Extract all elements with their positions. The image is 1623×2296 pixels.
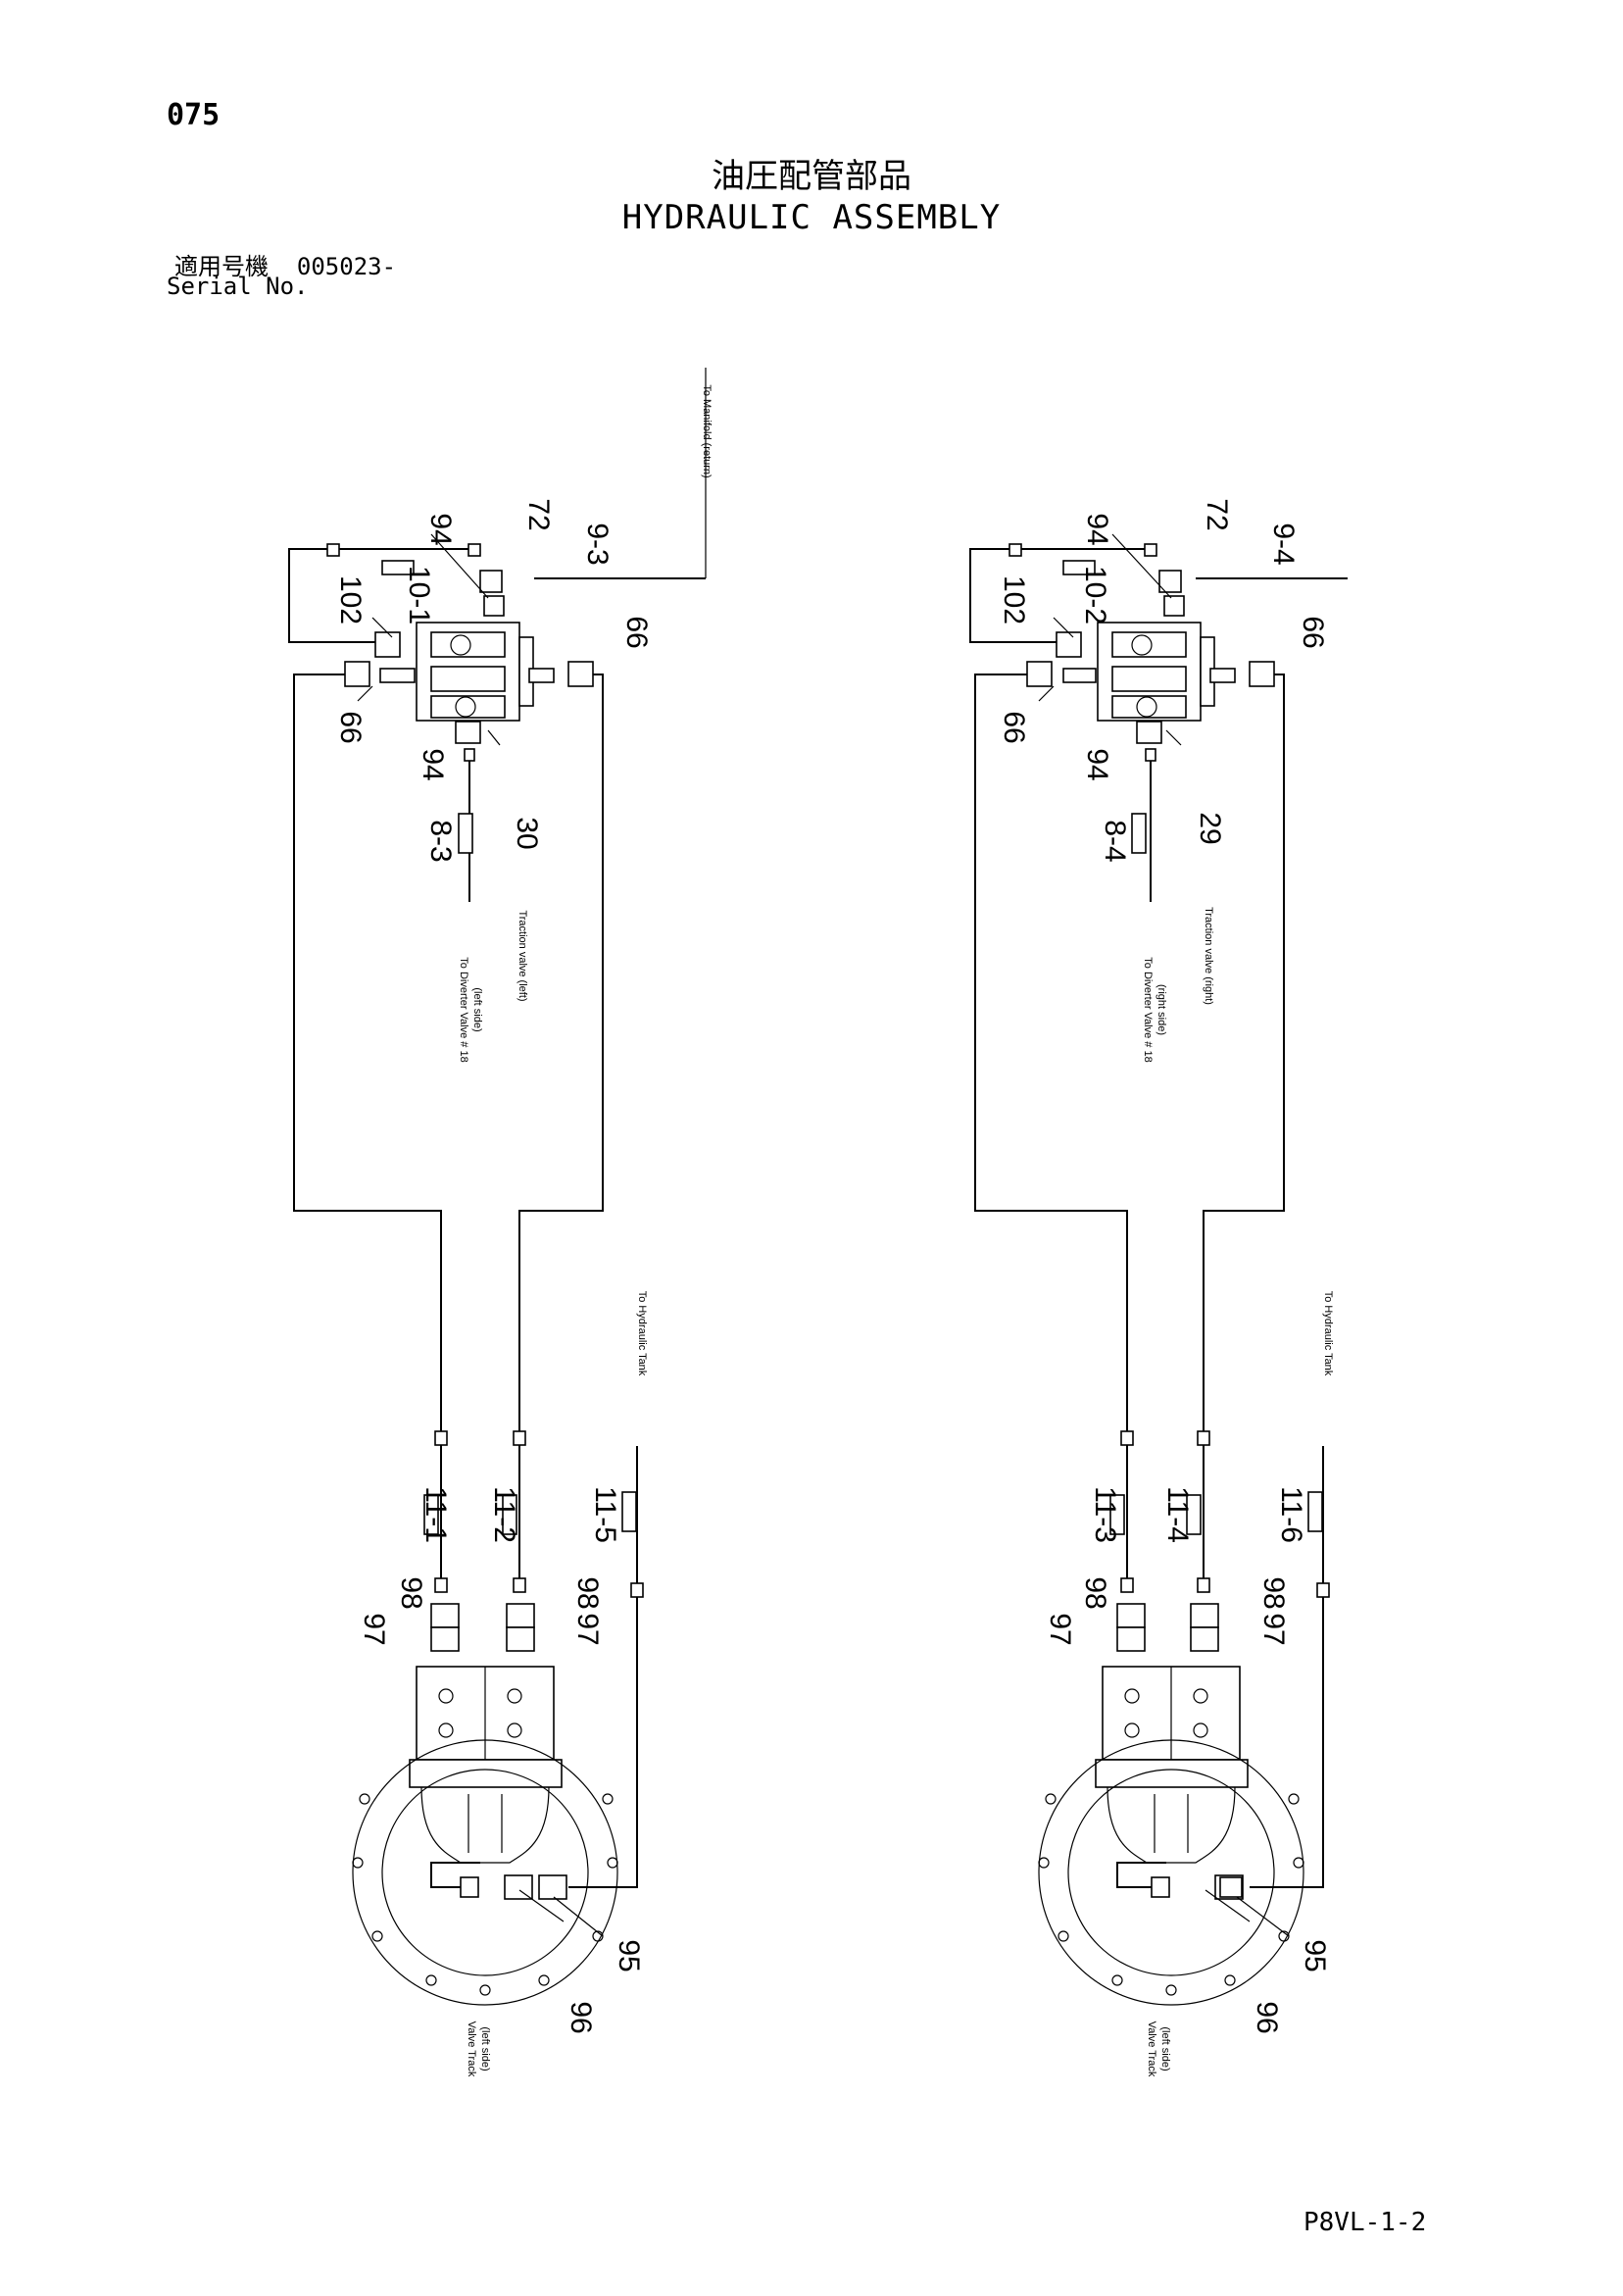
serial-line-japanese: 適用号機 005023-	[174, 247, 396, 281]
label-29-right: 29	[1194, 812, 1226, 844]
label-30-left: 30	[511, 817, 543, 849]
label-111-left: 11-1	[419, 1486, 452, 1543]
label-112-left: 11-2	[488, 1486, 520, 1543]
label-113-right: 11-3	[1089, 1486, 1121, 1543]
label-84-right: 8-4	[1099, 820, 1131, 862]
note-tank-right: To Hydraulic Tank	[1322, 1291, 1334, 1376]
note-track2-right: (left side)	[1159, 2026, 1171, 2071]
label-66a-right: 66	[998, 711, 1030, 743]
serial-label-japanese: 適用号機	[174, 253, 269, 280]
note-diverter-left: To Diverter Valve # 18	[458, 957, 469, 1062]
label-66a-left: 66	[334, 711, 367, 743]
track-motor-right	[1038, 1666, 1304, 2006]
note-traction-right: Traction valve (right)	[1203, 907, 1214, 1005]
fitting-72-left	[479, 570, 503, 593]
label-98a-left: 98	[395, 1576, 427, 1609]
label-102v-right: 10-2	[1079, 566, 1111, 624]
footer-code: P8VL-1-2	[1303, 2208, 1427, 2237]
page-number: 075	[167, 98, 221, 132]
label-94a-right: 94	[1081, 513, 1113, 545]
label-95-right: 95	[1299, 1939, 1331, 1972]
track-motor-left	[352, 1666, 618, 2006]
note-diverter-right: To Diverter Valve # 18	[1142, 957, 1154, 1062]
label-97a-left: 97	[358, 1613, 390, 1645]
fitting-66-right-b	[1249, 661, 1275, 687]
note-track-left: Valve Track	[466, 2021, 477, 2077]
label-66b-right: 66	[1297, 616, 1329, 648]
label-96-right: 96	[1251, 2001, 1283, 2033]
label-66b-left: 66	[620, 616, 653, 648]
label-93-left: 9-3	[581, 523, 614, 565]
note-diverter2-left: (left side)	[471, 987, 483, 1031]
left-assembly: 94 72 9-3 10-1 102 66 66 94 8-3 30 To Ma…	[288, 368, 713, 2077]
fitting-72-right	[1158, 570, 1182, 593]
label-98b-left: 98	[571, 1576, 604, 1609]
note-track2-left: (left side)	[479, 2026, 491, 2071]
note-return-left: To Manifold (return)	[701, 384, 713, 477]
label-98a-right: 98	[1079, 1576, 1111, 1609]
fitting-94-right	[1136, 721, 1162, 744]
label-96-left: 96	[565, 2001, 597, 2033]
label-72-right: 72	[1201, 498, 1233, 530]
title-english: HYDRAULIC ASSEMBLY	[621, 198, 1002, 237]
label-72-left: 72	[522, 498, 555, 530]
label-101-left: 10-1	[403, 566, 435, 624]
label-94b-left: 94	[417, 748, 449, 780]
fitting-66-right-a	[1026, 661, 1053, 687]
label-97a-right: 97	[1044, 1613, 1076, 1645]
fitting-66-left-a	[344, 661, 370, 687]
label-83-left: 8-3	[424, 820, 457, 862]
serial-label-english: Serial No.	[167, 273, 309, 300]
label-94b-right: 94	[1081, 748, 1113, 780]
label-95-left: 95	[613, 1939, 645, 1972]
fitting-102-left	[374, 631, 401, 658]
title-japanese: 油圧配管部品	[712, 157, 911, 196]
label-94c-right: 9-4	[1267, 523, 1300, 565]
note-traction-left: Traction valve (left)	[516, 910, 528, 1001]
fitting-102-right	[1056, 631, 1082, 658]
label-102-right: 102	[998, 575, 1030, 624]
fitting-66-left-b	[567, 661, 594, 687]
note-diverter2-right: (right side)	[1156, 984, 1167, 1035]
right-assembly: 94 72 9-4 10-2 102 66 66 94 8-4 29 To Di…	[969, 498, 1348, 2077]
note-tank-left: To Hydraulic Tank	[636, 1291, 648, 1376]
serial-value: 005023-	[296, 253, 397, 280]
label-102-left: 102	[334, 575, 367, 624]
label-114-right: 11-4	[1161, 1486, 1194, 1543]
label-94a-left: 94	[424, 513, 457, 545]
note-track-right: Valve Track	[1146, 2021, 1157, 2077]
label-98b-right: 98	[1257, 1576, 1290, 1609]
traction-valve-left	[379, 622, 555, 722]
traction-valve-right	[1062, 622, 1236, 722]
label-97b-right: 97	[1257, 1613, 1290, 1645]
label-115-left: 11-5	[589, 1486, 621, 1543]
fitting-94-left	[455, 721, 481, 744]
label-116-right: 11-6	[1275, 1486, 1307, 1543]
label-97b-left: 97	[571, 1613, 604, 1645]
